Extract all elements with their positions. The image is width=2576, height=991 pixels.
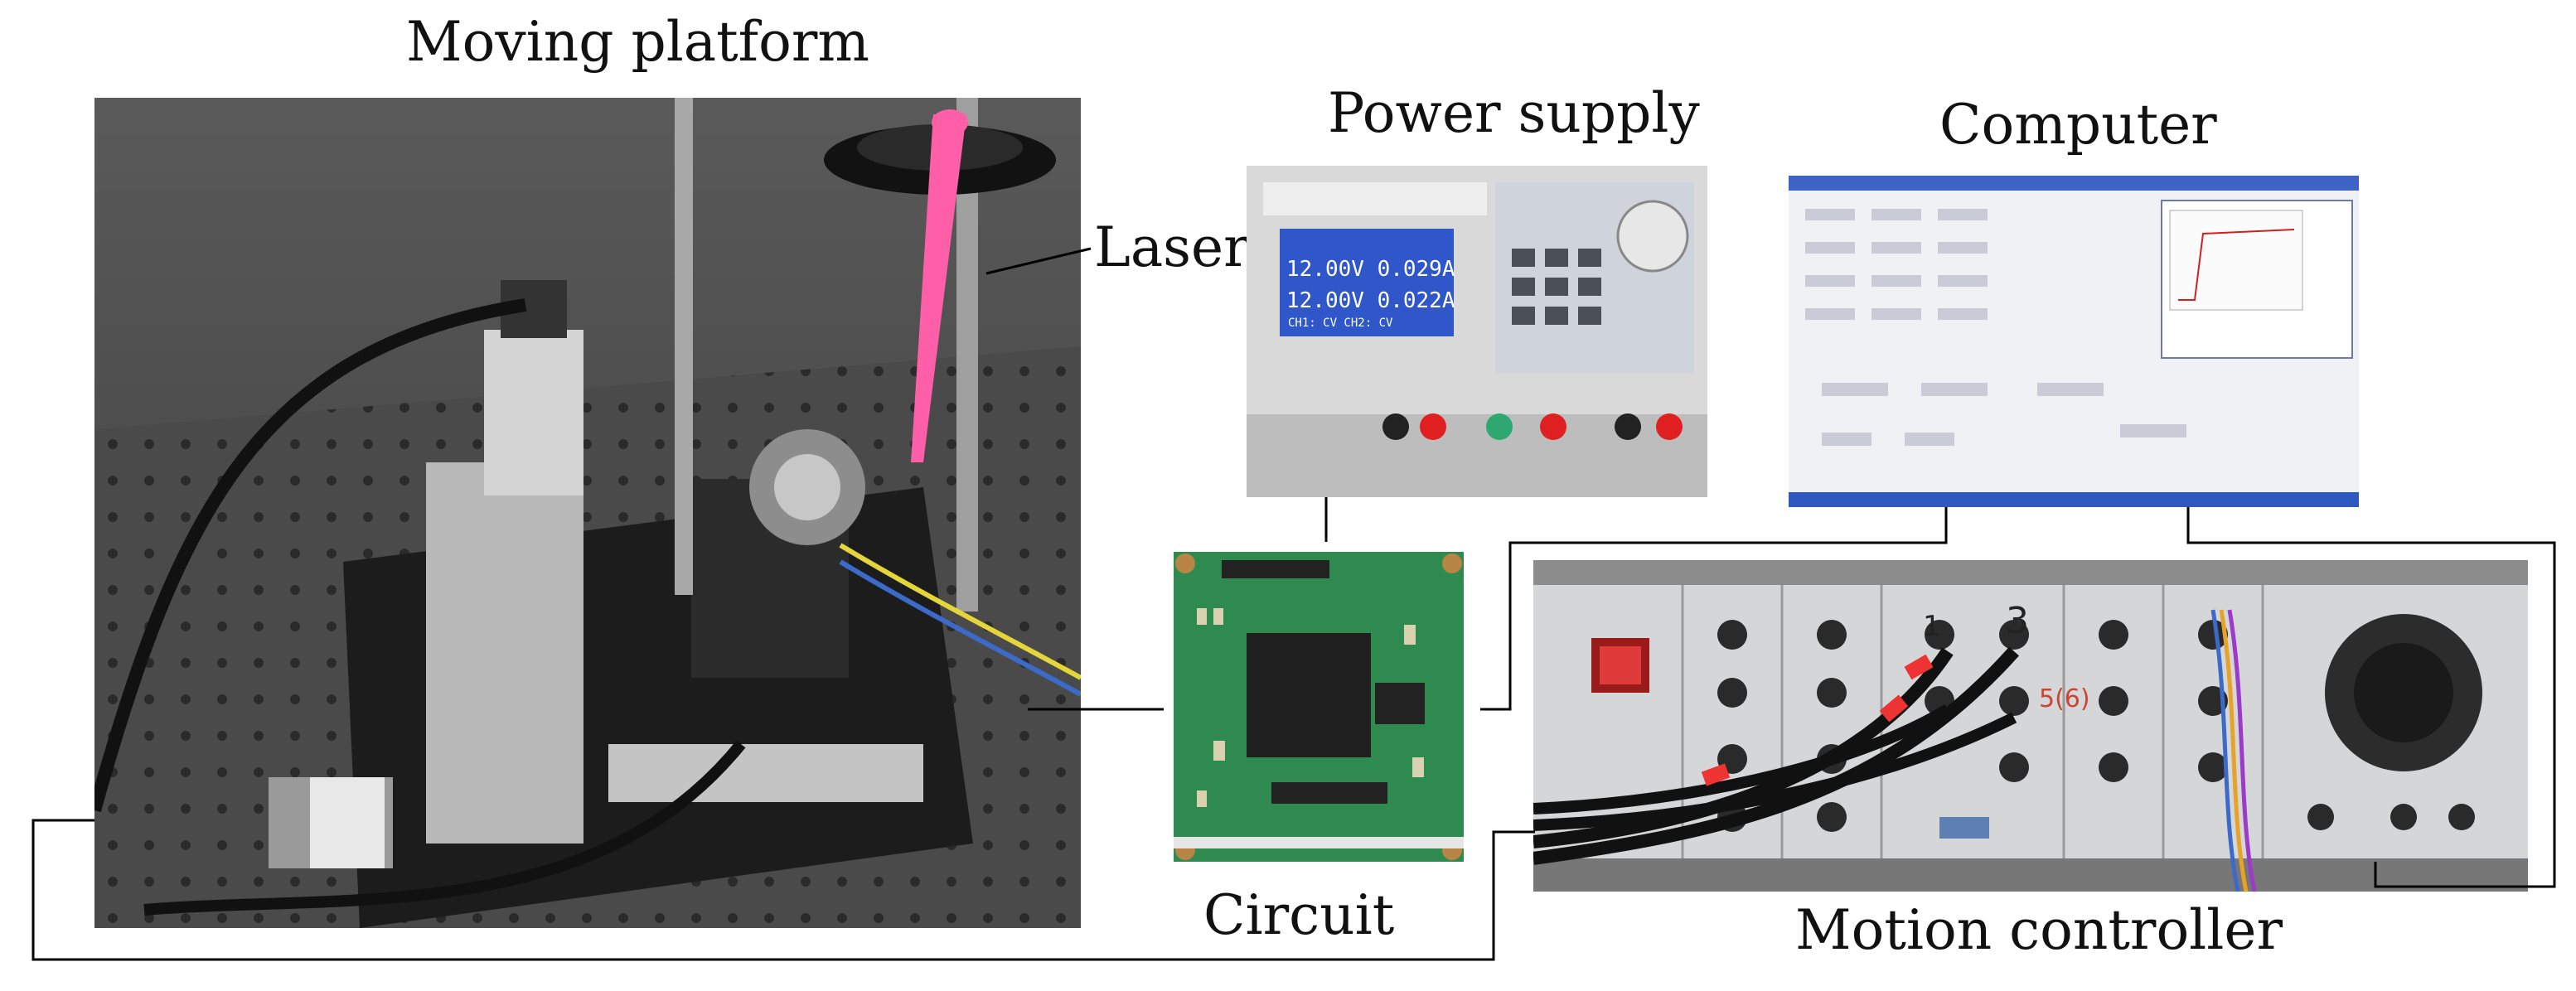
circuit-label: Circuit [1203, 883, 1395, 947]
computer-label: Computer [1939, 93, 2217, 157]
controller-port-3-mark: 3 [2006, 600, 2029, 642]
controller-port-5-mark: 5(6) [2039, 684, 2090, 713]
power-supply-label: Power supply [1328, 81, 1700, 145]
controller-port-1-mark: 1 [1923, 610, 1941, 643]
motion-controller-label: Motion controller [1795, 898, 2283, 962]
circuit-board-photo [1164, 542, 1474, 872]
computer-screen-photo [1789, 176, 2359, 507]
moving-platform-label: Moving platform [406, 10, 869, 74]
laser-label: Laser [1094, 215, 1250, 279]
power-supply-display-line1: 12.00V 0.029A [1286, 257, 1455, 282]
power-supply-display-status: CH1: CV CH2: CV [1288, 317, 1393, 330]
power-supply-photo: 12.00V 0.029A 12.00V 0.022A CH1: CV CH2:… [1247, 166, 1707, 497]
moving-platform-photo [94, 98, 1081, 928]
power-supply-display-line2: 12.00V 0.022A [1286, 288, 1455, 313]
motion-controller-photo: 1 3 5(6) [1533, 560, 2528, 892]
